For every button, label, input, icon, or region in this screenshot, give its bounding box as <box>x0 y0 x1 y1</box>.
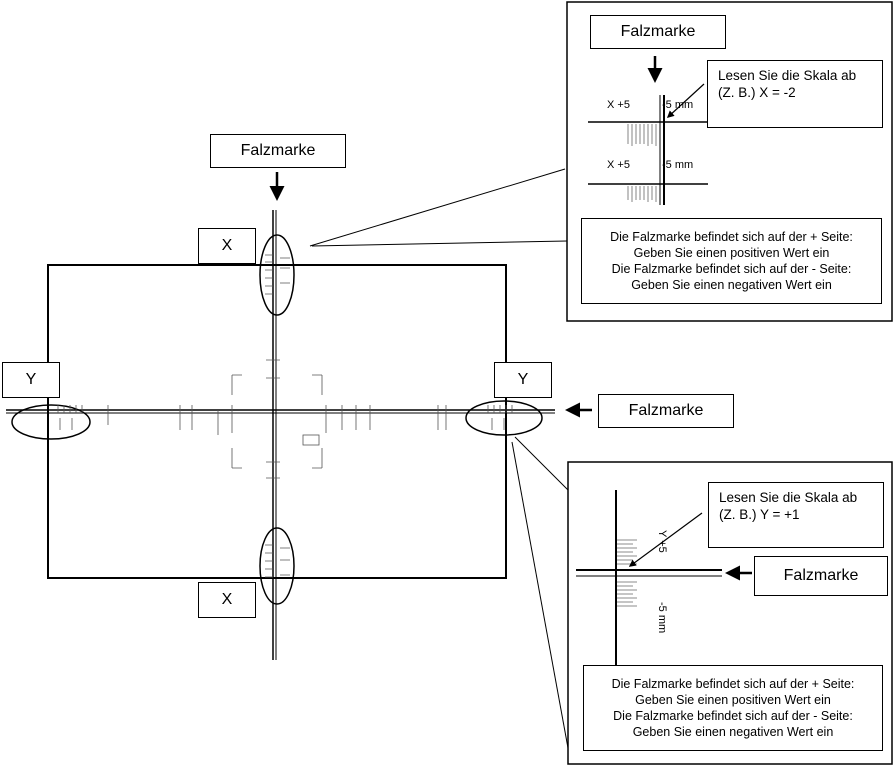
inset-bottom-read-note: Lesen Sie die Skala ab (Z. B.) Y = +1 <box>708 482 884 548</box>
inset-bottom-info-note: Die Falzmarke befindet sich auf der + Se… <box>583 665 883 751</box>
inset-top-read-line2: (Z. B.) X = -2 <box>718 85 796 100</box>
scale-ellipse-left <box>11 404 91 440</box>
scale-ellipse-bottom <box>259 527 295 605</box>
callout-line-bottom <box>514 436 569 491</box>
inset-bottom-scale-minus: -5 mm <box>656 602 668 634</box>
inset-top-scale-plus: X +5 <box>607 99 630 111</box>
inset-top-scale-minus: -5 mm <box>662 99 694 111</box>
y-label-right: Y <box>494 362 552 398</box>
inset-top-info-line: Geben Sie einen positiven Wert ein <box>633 246 830 260</box>
inset-bottom-info-line: Die Falzmarke befindet sich auf der + Se… <box>611 677 855 691</box>
inset-bottom-read-line2: (Z. B.) Y = +1 <box>719 507 800 522</box>
inset-bottom-info-line: Geben Sie einen negativen Wert ein <box>632 725 834 739</box>
inset-bottom-frame <box>567 461 893 765</box>
inset-top-scale-plus-2: X +5 <box>607 159 630 171</box>
y-label-left: Y <box>2 362 60 398</box>
paper-sheet <box>47 264 507 579</box>
inset-top-info-note: Die Falzmarke befindet sich auf der + Se… <box>581 218 882 304</box>
scale-ellipse-right <box>465 400 543 436</box>
inset-top-scale-minus-2: -5 mm <box>662 159 694 171</box>
inset-top-info-line: Die Falzmarke befindet sich auf der + Se… <box>610 230 853 244</box>
inset-top-info-line: Geben Sie einen negativen Wert ein <box>631 278 832 292</box>
x-label-top: X <box>198 228 256 264</box>
falzmarke-label-top: Falzmarke <box>210 134 346 168</box>
falzmarke-label-right: Falzmarke <box>598 394 734 428</box>
inset-bottom-scale-plus: Y +5 <box>656 530 668 553</box>
inset-top-read-line1: Lesen Sie die Skala ab <box>718 68 857 83</box>
scale-ellipse-top <box>259 234 295 316</box>
x-label-bottom: X <box>198 582 256 618</box>
inset-bottom-info-line: Geben Sie einen positiven Wert ein <box>635 693 831 707</box>
inset-bottom-info-line: Die Falzmarke befindet sich auf der - Se… <box>613 709 853 723</box>
callout-line-top <box>309 168 566 247</box>
inset-top-read-note: Lesen Sie die Skala ab (Z. B.) X = -2 <box>707 60 883 128</box>
inset-bottom-read-line1: Lesen Sie die Skala ab <box>719 490 858 505</box>
falzmarke-label-inset-bottom: Falzmarke <box>754 556 888 596</box>
inset-top-frame <box>566 1 893 322</box>
scale-ticks <box>57 254 513 578</box>
falzmarke-label-inset-top: Falzmarke <box>590 15 726 49</box>
inset-top-info-line: Die Falzmarke befindet sich auf der - Se… <box>611 262 852 276</box>
